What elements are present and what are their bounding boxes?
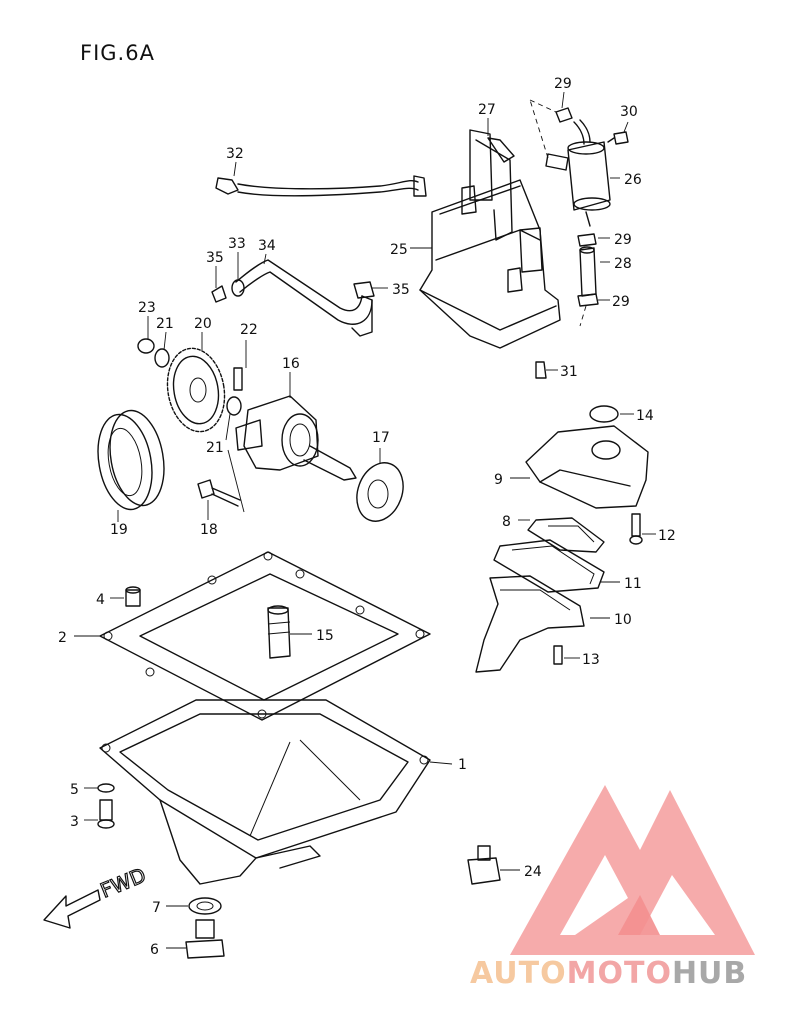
callout-6: 6 xyxy=(150,942,159,958)
part-21-washer-upper xyxy=(154,348,170,368)
part-34-hose xyxy=(211,259,375,337)
callout-22: 22 xyxy=(240,322,258,338)
fwd-label: FWD xyxy=(97,863,149,903)
part-25-bracket xyxy=(419,129,561,349)
figure-title: FIG.6A xyxy=(80,41,155,65)
callout-17: 17 xyxy=(372,430,390,446)
callout-15: 15 xyxy=(316,628,334,644)
part-30-bolt xyxy=(607,131,629,145)
callout-16: 16 xyxy=(282,356,300,372)
watermark-logo xyxy=(510,785,755,955)
callout-31: 31 xyxy=(560,364,578,380)
callout-14: 14 xyxy=(636,408,654,424)
part-9-cover xyxy=(525,425,649,509)
part-5-washer xyxy=(97,783,115,793)
callout-20: 20 xyxy=(194,316,212,332)
callout-1: 1 xyxy=(458,757,467,773)
callout-5: 5 xyxy=(70,782,79,798)
callout-4: 4 xyxy=(96,592,105,608)
part-16-oil-pump xyxy=(235,395,357,481)
part-11-gasket xyxy=(493,539,605,593)
part-4-dowel xyxy=(125,586,141,607)
part-14-oring xyxy=(589,405,619,423)
part-21-washer-lower xyxy=(226,396,242,416)
part-12-bolt xyxy=(629,513,643,545)
callout-10: 10 xyxy=(614,612,632,628)
callout-28: 28 xyxy=(614,256,632,272)
callout-13: 13 xyxy=(582,652,600,668)
part-13-bolt xyxy=(553,645,563,665)
part-15-plug xyxy=(267,605,291,659)
part-3-bolt xyxy=(97,799,115,829)
callout-29-top: 29 xyxy=(554,76,572,92)
callout-2: 2 xyxy=(58,630,67,646)
leader-lines xyxy=(74,91,656,949)
callout-35-right: 35 xyxy=(392,282,410,298)
watermark-auto: AUTO xyxy=(470,956,567,991)
part-1-oil-pan xyxy=(99,699,431,885)
callout-12: 12 xyxy=(658,528,676,544)
part-32-harness xyxy=(215,175,427,197)
callout-30: 30 xyxy=(620,104,638,120)
lead-21 xyxy=(227,449,245,513)
callout-29-mid: 29 xyxy=(614,232,632,248)
callout-26: 26 xyxy=(624,172,642,188)
part-17-strainer xyxy=(356,462,404,522)
dash-lines xyxy=(529,99,587,327)
part-18-bolt xyxy=(197,479,241,507)
callout-3: 3 xyxy=(70,814,79,830)
callout-32: 32 xyxy=(226,146,244,162)
part-23-circlip xyxy=(137,338,155,354)
callout-21-lower: 21 xyxy=(206,440,224,456)
part-31-bolt xyxy=(535,361,547,379)
part-22-pin xyxy=(233,367,243,391)
callout-21-upper: 21 xyxy=(156,316,174,332)
fwd-arrow xyxy=(43,889,101,929)
part-10-pipe xyxy=(475,575,585,673)
callout-9: 9 xyxy=(494,472,503,488)
callout-35-left: 35 xyxy=(206,250,224,266)
part-24-plug xyxy=(467,845,501,885)
part-19-gear xyxy=(97,409,165,511)
callout-34: 34 xyxy=(258,238,276,254)
callout-24: 24 xyxy=(524,864,542,880)
callout-23: 23 xyxy=(138,300,156,316)
watermark-hub: HUB xyxy=(672,956,747,991)
callout-11: 11 xyxy=(624,576,642,592)
callout-19: 19 xyxy=(110,522,128,538)
callout-25: 25 xyxy=(390,242,408,258)
watermark-text: AUTOMOTOHUB xyxy=(470,956,747,991)
callout-27: 27 xyxy=(478,102,496,118)
part-8-gasket xyxy=(527,517,605,553)
part-20-sprocket xyxy=(166,347,226,433)
part-6-drain-plug xyxy=(185,919,225,959)
part-27-hose xyxy=(487,137,515,163)
part-2-gasket xyxy=(99,551,431,721)
part-29-clamps xyxy=(555,107,599,307)
part-7-gasket xyxy=(188,897,222,915)
part-28-hose xyxy=(579,246,597,297)
callout-labels: 1 2 3 4 5 6 7 8 9 10 11 12 13 14 15 16 1… xyxy=(58,76,676,958)
callout-8: 8 xyxy=(502,514,511,530)
watermark-moto: MOTO xyxy=(567,956,672,991)
callout-33: 33 xyxy=(228,236,246,252)
callout-7: 7 xyxy=(152,900,161,916)
callout-18: 18 xyxy=(200,522,218,538)
callout-29-bottom: 29 xyxy=(612,294,630,310)
part-26-fuel-filter xyxy=(545,119,611,227)
